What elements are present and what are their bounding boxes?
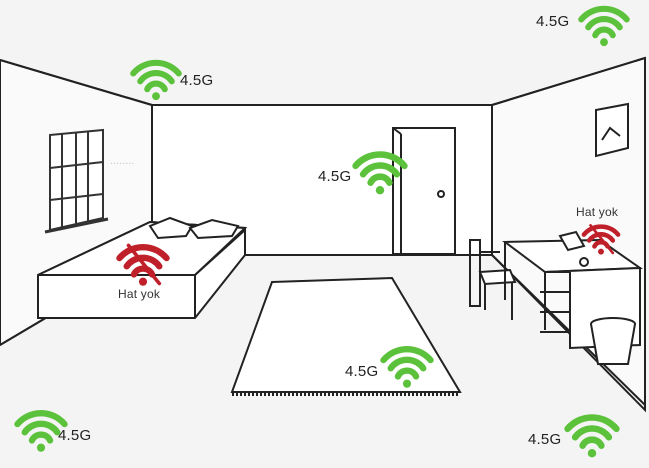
- wifi-icon: [128, 54, 184, 107]
- wifi-icon: [378, 340, 436, 394]
- svg-text:........: ........: [110, 155, 134, 167]
- trash-bin: [590, 317, 636, 365]
- signal-label: 4.5G: [528, 431, 562, 448]
- signal-label: 4.5G: [58, 427, 92, 444]
- signal-label: Hat yok: [118, 287, 161, 301]
- signal-label: 4.5G: [345, 363, 379, 380]
- signal-label: 4.5G: [180, 72, 214, 89]
- window: [44, 128, 109, 234]
- wifi-icon: [562, 408, 622, 464]
- signal-label: 4.5G: [536, 13, 570, 30]
- wifi-off-icon: [114, 238, 172, 292]
- rug: [230, 276, 462, 396]
- wifi-off-icon: [580, 220, 622, 261]
- wifi-icon: [12, 404, 70, 458]
- wifi-icon: [576, 0, 632, 53]
- door: [392, 127, 456, 255]
- wall-picture: [595, 102, 629, 158]
- signal-label: Hat yok: [576, 205, 619, 219]
- wifi-icon: [350, 145, 410, 201]
- chair: [469, 239, 517, 320]
- signal-label: 4.5G: [318, 168, 352, 185]
